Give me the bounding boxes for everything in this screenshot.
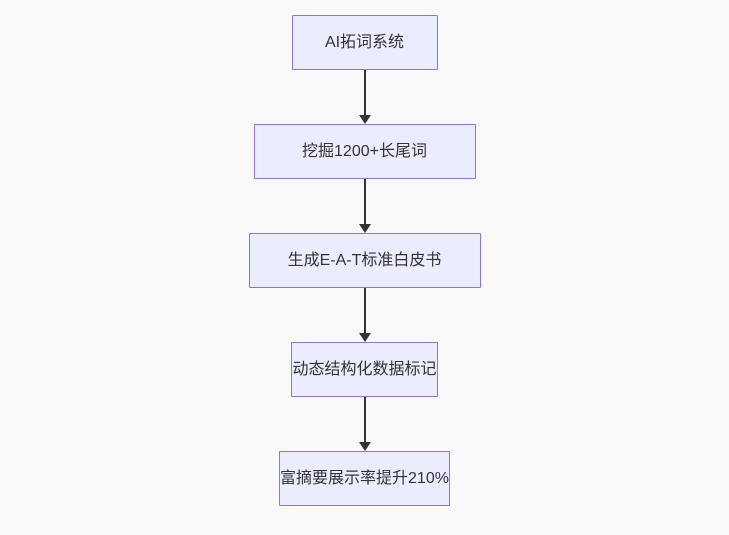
flow-arrow-down xyxy=(358,179,371,233)
flow-arrow-down xyxy=(358,288,371,342)
flow-arrow-down xyxy=(358,397,371,451)
flowchart-node-longtail-mining: 挖掘1200+长尾词 xyxy=(253,124,476,179)
arrow-shaft xyxy=(363,179,366,224)
node-label: 动态结构化数据标记 xyxy=(292,360,437,378)
flowchart-node-rich-snippet-result: 富摘要展示率提升210% xyxy=(279,451,450,506)
arrowhead-down-icon xyxy=(358,115,371,124)
arrowhead-down-icon xyxy=(358,224,371,233)
arrow-shaft xyxy=(363,70,366,115)
node-label: AI拓词系统 xyxy=(324,33,405,51)
arrowhead-down-icon xyxy=(358,442,371,451)
arrowhead-down-icon xyxy=(358,333,371,342)
flowchart-node-structured-data-markup: 动态结构化数据标记 xyxy=(291,342,438,397)
arrow-shaft xyxy=(363,397,366,442)
node-label: 生成E-A-T标准白皮书 xyxy=(287,251,442,269)
flowchart-node-ai-word-expansion: AI拓词系统 xyxy=(291,15,438,70)
flowchart-node-eat-whitepaper: 生成E-A-T标准白皮书 xyxy=(248,233,481,288)
node-label: 挖掘1200+长尾词 xyxy=(302,142,427,160)
node-label: 富摘要展示率提升210% xyxy=(280,469,449,487)
arrow-shaft xyxy=(363,288,366,333)
flow-arrow-down xyxy=(358,70,371,124)
